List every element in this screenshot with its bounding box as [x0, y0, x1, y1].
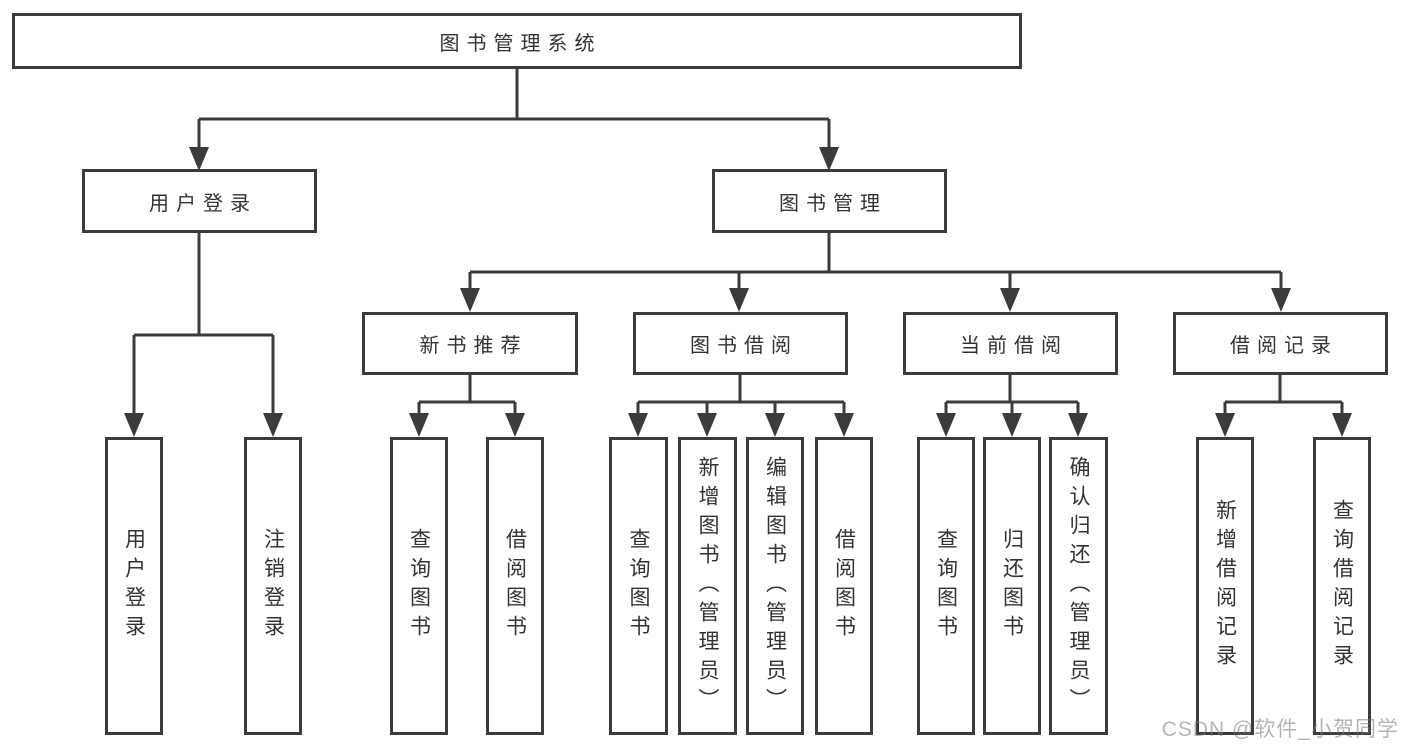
node-label: 查询图书 — [934, 528, 958, 644]
arrowhead — [460, 288, 480, 312]
arrowhead — [1332, 413, 1352, 437]
arrowhead — [834, 413, 854, 437]
leaf-logout: 注销登录 — [244, 437, 302, 735]
leaf-borrow-borrow-books: 借阅图书 — [815, 437, 873, 735]
leaf-recommend-borrow-books: 借阅图书 — [486, 437, 544, 735]
node-label: 确认归还（管理员） — [1067, 455, 1090, 717]
connector-records-trunk — [1225, 375, 1342, 404]
node-root-system: 图书管理系统 — [12, 13, 1022, 69]
leaf-recommend-query-books: 查询图书 — [390, 437, 448, 735]
node-label: 注销登录 — [261, 528, 285, 644]
node-label: 图书管理 — [779, 192, 887, 215]
arrowhead — [1271, 288, 1291, 312]
node-label: 用户登录 — [122, 528, 146, 644]
node-new-book-recommend: 新书推荐 — [362, 312, 578, 375]
node-label: 借阅图书 — [832, 528, 856, 644]
node-label: 查询图书 — [627, 528, 650, 644]
arrowhead — [263, 413, 283, 437]
leaf-current-confirm-return-admin: 确认归还（管理员） — [1049, 437, 1108, 735]
arrowhead — [409, 413, 429, 437]
arrowhead — [819, 147, 839, 171]
node-label: 新增借阅记录 — [1213, 499, 1237, 673]
arrowhead — [124, 413, 144, 437]
arrowhead — [765, 413, 785, 437]
connector-current-trunk — [946, 375, 1078, 404]
node-label: 借阅记录 — [1230, 335, 1338, 357]
arrowhead — [189, 147, 209, 171]
leaf-current-return-books: 归还图书 — [983, 437, 1041, 735]
connector-userlogin-trunk — [134, 233, 273, 337]
node-borrow-records: 借阅记录 — [1173, 312, 1388, 375]
arrowhead — [1000, 288, 1020, 312]
leaf-records-query-record: 查询借阅记录 — [1313, 437, 1371, 735]
leaf-records-add-record: 新增借阅记录 — [1196, 437, 1254, 735]
leaf-user-login: 用户登录 — [105, 437, 163, 735]
leaf-borrow-query-books: 查询图书 — [609, 437, 668, 735]
connector-borrow-trunk — [638, 375, 844, 404]
node-label: 查询图书 — [407, 528, 431, 644]
csdn-watermark: CSDN @软件_小贺同学 — [1161, 718, 1399, 741]
node-label: 新增图书（管理员） — [696, 455, 719, 717]
connector-bookmgmt-trunk — [470, 233, 1281, 274]
node-label: 查询借阅记录 — [1330, 499, 1354, 673]
connector-root-trunk — [199, 69, 829, 121]
node-book-management: 图书管理 — [712, 169, 947, 233]
node-label: 当前借阅 — [960, 335, 1068, 357]
arrowhead — [505, 413, 525, 437]
leaf-borrow-edit-books-admin: 编辑图书（管理员） — [746, 437, 804, 735]
arrowhead — [628, 413, 648, 437]
node-label: 编辑图书（管理员） — [763, 455, 787, 717]
node-label: 新书推荐 — [419, 335, 528, 357]
node-label: 归还图书 — [1000, 528, 1024, 644]
node-label: 借阅图书 — [503, 528, 527, 644]
node-label: 图书借阅 — [690, 335, 798, 357]
connector-newbook-trunk — [419, 375, 515, 404]
arrowhead — [697, 413, 717, 437]
node-book-borrow: 图书借阅 — [633, 312, 848, 375]
node-user-login: 用户登录 — [82, 169, 317, 233]
node-label: 用户登录 — [149, 192, 257, 215]
arrowhead — [936, 413, 956, 437]
arrowhead — [729, 288, 749, 312]
leaf-current-query-books: 查询图书 — [917, 437, 975, 735]
arrowhead — [1068, 413, 1088, 437]
arrowhead — [1002, 413, 1022, 437]
node-label: 图书管理系统 — [439, 32, 602, 55]
arrowhead — [1215, 413, 1235, 437]
leaf-borrow-add-books-admin: 新增图书（管理员） — [678, 437, 737, 735]
node-current-borrow: 当前借阅 — [903, 312, 1118, 375]
